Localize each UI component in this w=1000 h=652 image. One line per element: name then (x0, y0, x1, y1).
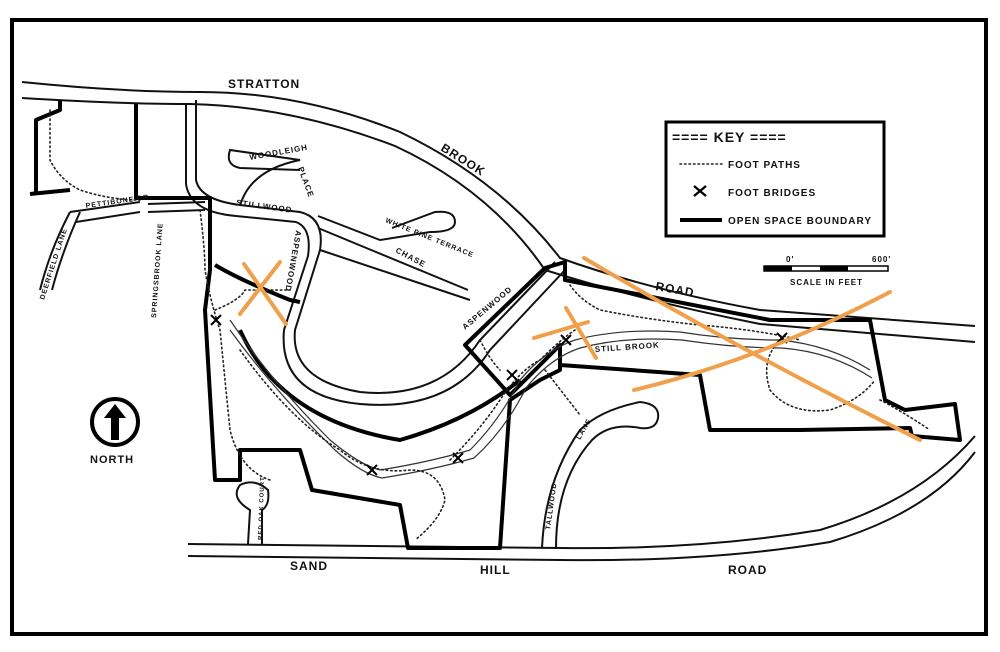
foot-bridge-icon (210, 314, 222, 326)
scale-start: 0' (786, 255, 794, 264)
key-open-space-boundary: OPEN SPACE BOUNDARY (728, 216, 872, 227)
foot-bridge-icon (452, 452, 464, 464)
orange-annotations (238, 256, 922, 442)
annotation-cross-east (582, 256, 922, 442)
north-arrow: NORTH (90, 397, 140, 466)
scale-bar: 0' 600' SCALE IN FEET (763, 255, 891, 287)
key-foot-paths: FOOT PATHS (728, 160, 801, 171)
key-foot-bridges: FOOT BRIDGES (728, 188, 816, 199)
north-label: NORTH (90, 454, 134, 466)
label-hill: HILL (480, 563, 511, 577)
map-key: ==== KEY ==== FOOT PATHS FOOT BRIDGES OP… (664, 120, 886, 238)
label-red-oak-court: RED OAK COURT (258, 476, 266, 540)
open-space-boundary (29, 100, 962, 550)
annotation-cross-brook (532, 306, 598, 360)
subdivision-roads (185, 100, 566, 406)
key-title: ==== KEY ==== (672, 129, 787, 145)
red-oak-court (235, 481, 270, 545)
label-road-south: ROAD (728, 563, 767, 577)
annotation-cross-west (238, 260, 288, 326)
scale-label: SCALE IN FEET (790, 278, 863, 287)
foot-bridge-key-icon (693, 185, 707, 197)
tallwood-lane (541, 400, 660, 549)
foot-bridges (210, 314, 788, 476)
west-streets (39, 201, 206, 291)
label-sand: SAND (290, 559, 328, 573)
north-arrow-icon (104, 404, 126, 440)
sand-hill-road (187, 435, 976, 562)
still-brook (229, 319, 873, 479)
foot-paths (49, 109, 931, 541)
label-road-east: ROAD (654, 279, 695, 300)
key-box (664, 120, 886, 238)
foot-bridge-icon (506, 369, 518, 381)
scale-end: 600' (872, 255, 891, 264)
foot-bridge-icon (366, 464, 378, 476)
foot-bridge-icon (560, 334, 572, 346)
label-stratton: STRATTON (228, 77, 300, 91)
